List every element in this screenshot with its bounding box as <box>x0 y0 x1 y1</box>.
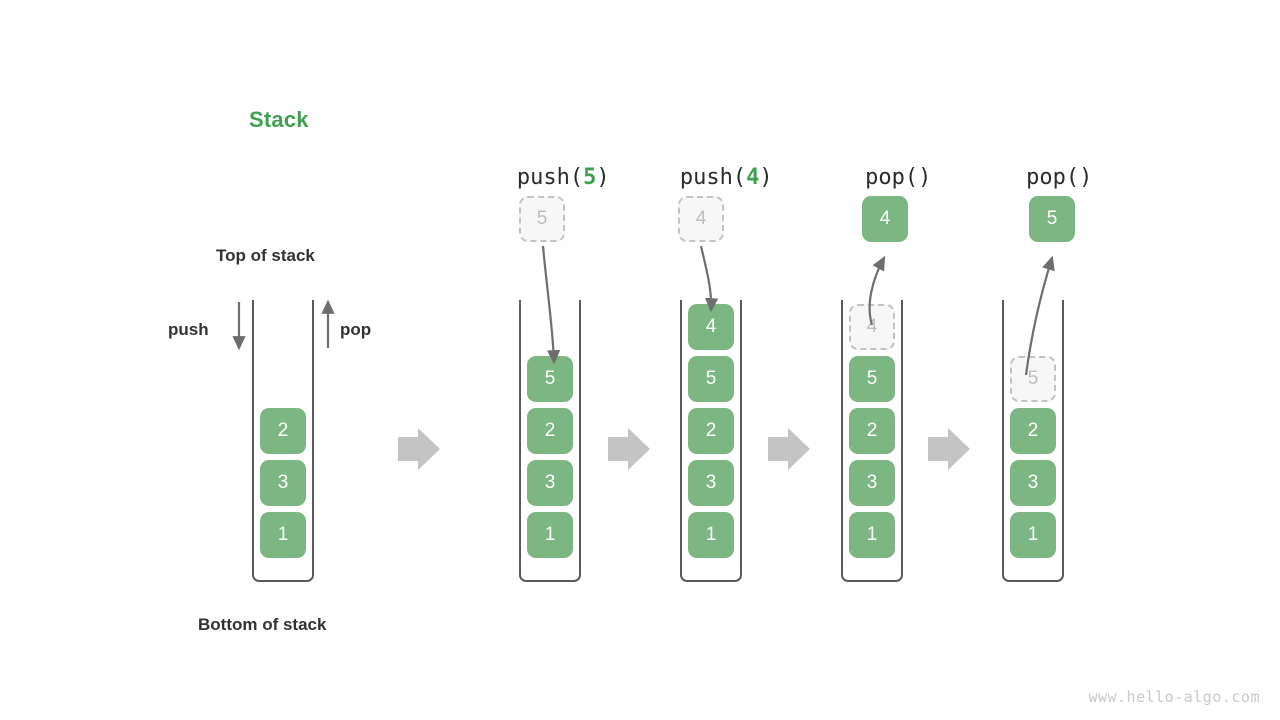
stack-block: 3 <box>527 460 573 506</box>
op-header-arg: 5 <box>583 165 597 190</box>
popped-block-5: 5 <box>1029 196 1075 242</box>
op-header-arg: 4 <box>746 165 760 190</box>
stack-block-ghost: 5 <box>1010 356 1056 402</box>
op-header-prefix: push( <box>516 165 584 190</box>
stack-block: 1 <box>527 512 573 558</box>
stack-block: 1 <box>688 512 734 558</box>
stack-block: 2 <box>260 408 306 454</box>
stack-block: 5 <box>688 356 734 402</box>
op-header-prefix: pop( <box>865 165 919 190</box>
op-header-suffix: ) <box>759 165 773 190</box>
stack-block-ghost: 4 <box>849 304 895 350</box>
stack-block: 1 <box>849 512 895 558</box>
stack-container-pop-2: 5 2 3 1 <box>1002 300 1064 582</box>
stack-block: 3 <box>688 460 734 506</box>
popped-block-4: 4 <box>862 196 908 242</box>
stack-block: 2 <box>1010 408 1056 454</box>
stack-container-initial: 2 3 1 <box>252 300 314 582</box>
push-label: push <box>168 320 209 339</box>
op-header-suffix: ) <box>596 165 610 190</box>
stack-block: 4 <box>688 304 734 350</box>
watermark: www.hello-algo.com <box>1088 688 1260 706</box>
op-header-push-5: push(5) <box>450 140 650 190</box>
stack-block: 1 <box>1010 512 1056 558</box>
top-of-stack-label: Top of stack <box>216 246 315 265</box>
flow-arrow-icon <box>398 428 440 470</box>
flow-arrow-icon <box>608 428 650 470</box>
stack-block: 2 <box>527 408 573 454</box>
bottom-of-stack-label: Bottom of stack <box>198 615 327 634</box>
stack-block: 3 <box>260 460 306 506</box>
flow-arrow-icon <box>928 428 970 470</box>
op-header-suffix: ) <box>918 165 932 190</box>
incoming-block-5: 5 <box>519 196 565 242</box>
incoming-block-4: 4 <box>678 196 724 242</box>
stack-container-push-5: 5 2 3 1 <box>519 300 581 582</box>
stack-block: 1 <box>260 512 306 558</box>
stack-block: 3 <box>849 460 895 506</box>
stack-block: 5 <box>849 356 895 402</box>
pop-label: pop <box>340 320 372 339</box>
op-header-pop-1: pop() <box>785 140 985 190</box>
stack-block: 3 <box>1010 460 1056 506</box>
op-header-prefix: pop( <box>1026 165 1080 190</box>
stack-block: 2 <box>849 408 895 454</box>
op-header-prefix: push( <box>679 165 747 190</box>
flow-arrow-icon <box>768 428 810 470</box>
op-header-push-4: push(4) <box>613 140 813 190</box>
stack-container-pop-1: 4 5 2 3 1 <box>841 300 903 582</box>
stack-block: 2 <box>688 408 734 454</box>
stack-block: 5 <box>527 356 573 402</box>
stack-container-push-4: 4 5 2 3 1 <box>680 300 742 582</box>
page-title: Stack <box>249 107 309 132</box>
op-header-suffix: ) <box>1079 165 1093 190</box>
op-header-pop-2: pop() <box>946 140 1146 190</box>
